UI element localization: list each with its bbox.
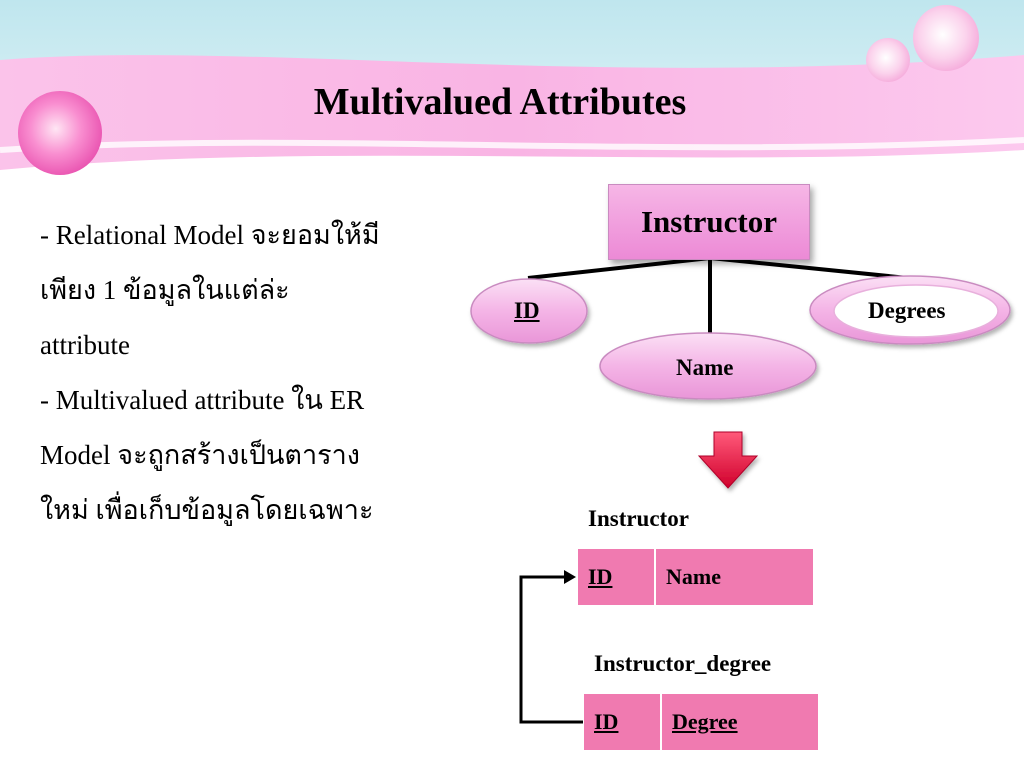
attr-name-ellipse <box>599 332 817 400</box>
table-instructor-col-id: ID <box>578 549 654 605</box>
table-instructor-col-name: Name <box>656 549 813 605</box>
table-instructor-degree-col-degree-label: Degree <box>672 709 738 734</box>
connector-degrees <box>709 256 909 280</box>
bullet-1-line-2: เพียง 1 ข้อมูลในแต่ล่ะ <box>40 275 290 305</box>
fk-arrowhead-icon <box>564 570 576 584</box>
attr-degrees-label: Degrees <box>868 298 946 323</box>
table-instructor-degree-col-id: ID <box>584 694 660 750</box>
attr-degrees-inner-ellipse <box>833 284 999 338</box>
table-instructor-title: Instructor <box>588 506 689 531</box>
bullet-2-line-2: Model จะถูกสร้างเป็นตาราง <box>40 440 360 470</box>
header-banner <box>0 0 1024 200</box>
bullet-2-line-3: ใหม่ เพื่อเก็บข้อมูลโดยเฉพาะ <box>40 495 374 525</box>
bullet-text: - Relational Model จะยอมให้มี เพียง 1 ข้… <box>40 208 440 538</box>
bullet-1-line-1: - Relational Model จะยอมให้มี <box>40 220 380 250</box>
table-instructor-degree-col-degree: Degree <box>662 694 818 750</box>
bullet-1-line-3: attribute <box>40 330 130 360</box>
table-instructor-degree-title: Instructor_degree <box>594 651 772 676</box>
attr-id-ellipse <box>470 278 588 344</box>
table-instructor-col-id-label: ID <box>588 564 613 589</box>
connector-id <box>527 256 711 280</box>
bubble-decoration <box>18 91 102 175</box>
attr-name-label: Name <box>676 355 734 380</box>
banner-graphic <box>0 0 1024 200</box>
bullet-2-line-1: - Multivalued attribute ใน ER <box>40 385 365 415</box>
entity-instructor: Instructor <box>608 184 810 260</box>
table-instructor-degree-col-id-label: ID <box>594 709 619 734</box>
down-arrow-icon <box>697 431 759 489</box>
slide-title: Multivalued Attributes <box>313 81 687 123</box>
attr-id-label: ID <box>514 298 540 323</box>
table-instructor-col-name-label: Name <box>666 564 721 589</box>
fk-connector <box>519 575 583 724</box>
